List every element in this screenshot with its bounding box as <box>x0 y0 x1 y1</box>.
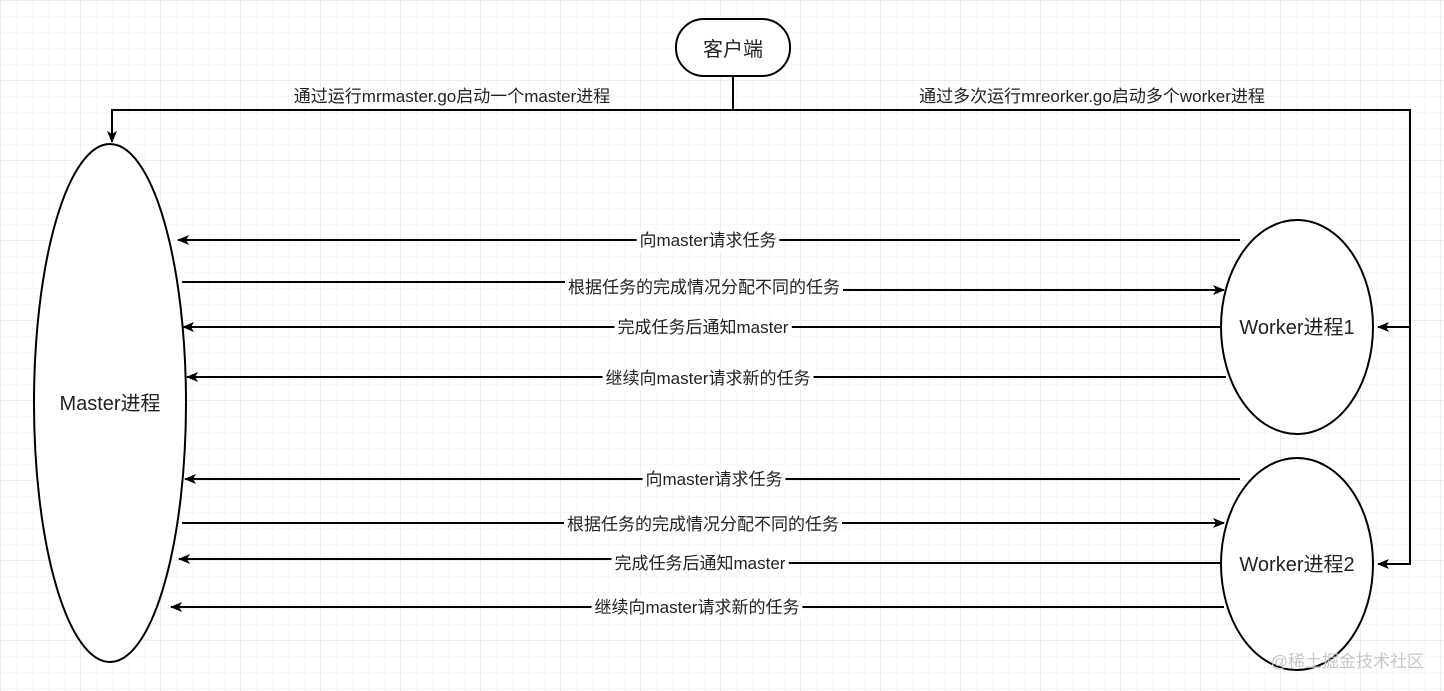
w1-request-new-task-label: 继续向master请求新的任务 <box>606 369 811 388</box>
worker1-node[interactable]: Worker进程1 <box>1220 219 1374 435</box>
launch-master-label: 通过运行mrmaster.go启动一个master进程 <box>294 87 610 106</box>
master-label: Master进程 <box>59 392 160 415</box>
master-node[interactable]: Master进程 <box>33 143 187 663</box>
worker1-label: Worker进程1 <box>1239 316 1354 339</box>
w1-notify-done-label-group: 完成任务后通知master <box>614 317 792 338</box>
w2-notify-done-label: 完成任务后通知master <box>615 554 786 573</box>
client-node[interactable]: 客户端 <box>675 18 791 77</box>
w2-request-task-label-group: 向master请求任务 <box>642 469 786 490</box>
worker2-label: Worker进程2 <box>1239 553 1354 576</box>
w1-request-task-label-group: 向master请求任务 <box>636 230 780 251</box>
w1-assign-task-label: 根据任务的完成情况分配不同的任务 <box>568 278 840 297</box>
w2-request-task-label: 向master请求任务 <box>646 470 783 489</box>
w2-assign-task-label: 根据任务的完成情况分配不同的任务 <box>567 515 839 534</box>
w1-request-task-label: 向master请求任务 <box>640 231 777 250</box>
w1-request-new-task-label-group: 继续向master请求新的任务 <box>602 368 814 389</box>
w2-assign-task-label-group: 根据任务的完成情况分配不同的任务 <box>564 514 842 535</box>
w2-request-new-task-label: 继续向master请求新的任务 <box>595 598 800 617</box>
w1-notify-done-label: 完成任务后通知master <box>618 318 789 337</box>
worker2-node[interactable]: Worker进程2 <box>1220 457 1374 671</box>
watermark-text: @稀土掘金技术社区 <box>1271 652 1424 671</box>
w1-assign-task-label-group: 根据任务的完成情况分配不同的任务 <box>565 277 843 298</box>
w2-notify-done-label-group: 完成任务后通知master <box>611 553 789 574</box>
client-label: 客户端 <box>703 38 763 61</box>
launch-workers-label: 通过多次运行mreorker.go启动多个worker进程 <box>919 87 1265 106</box>
client-to-master-connector <box>107 77 734 143</box>
client-to-workers-connector <box>733 109 1411 569</box>
w2-request-new-task-label-group: 继续向master请求新的任务 <box>591 597 803 618</box>
